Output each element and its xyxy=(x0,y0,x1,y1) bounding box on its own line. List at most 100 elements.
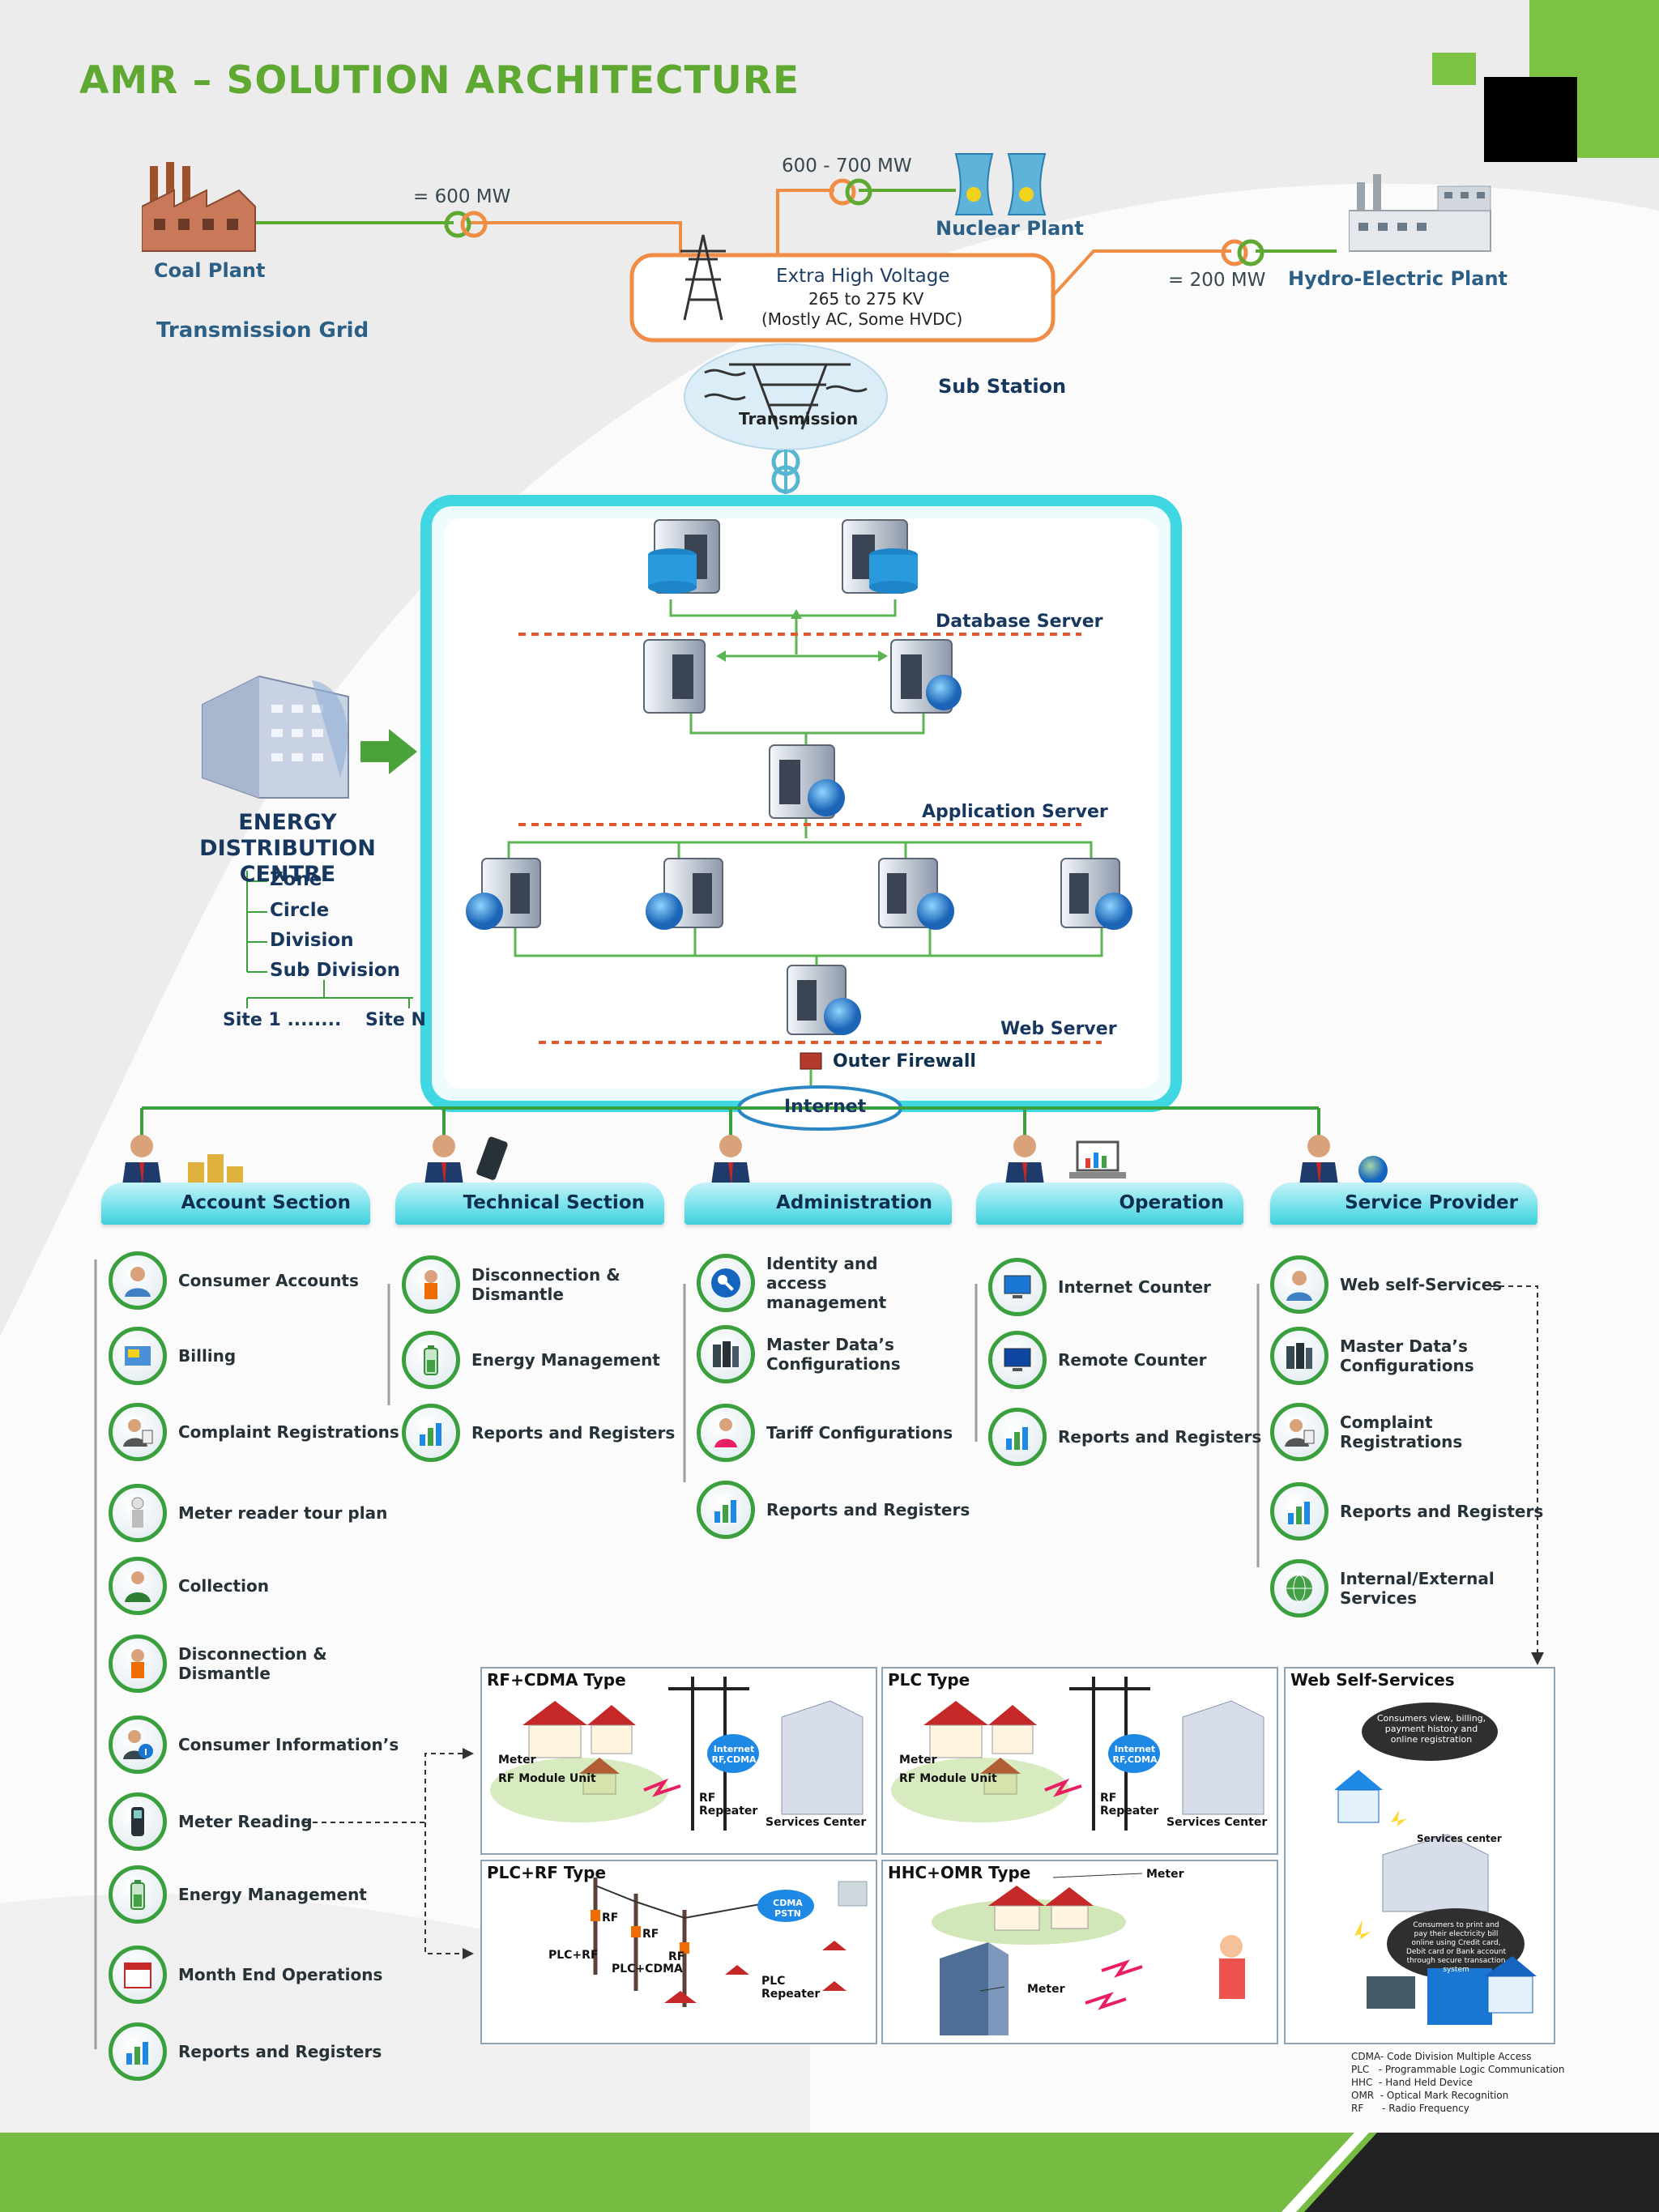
edc-site-first: Site 1 ........ xyxy=(223,1010,342,1030)
transmission-grid-label: Transmission Grid xyxy=(156,318,369,343)
database-server-icon-1 xyxy=(648,519,720,594)
list-item-billing[interactable]: Billing xyxy=(109,1327,236,1385)
list-item-reports-and-registers-op[interactable]: Reports and Registers xyxy=(988,1408,1261,1466)
ehv-note: (Mostly AC, Some HVDC) xyxy=(761,309,963,329)
nuclear-plant-label: Nuclear Plant xyxy=(936,217,1084,240)
section-header-account[interactable]: Account Section xyxy=(101,1183,370,1225)
list-item-internal-external-services[interactable]: Internal/External Services xyxy=(1270,1559,1495,1617)
billing-icon xyxy=(109,1327,167,1385)
section-header-service-provider[interactable]: Service Provider xyxy=(1270,1183,1537,1225)
hydro-plant-label: Hydro-Electric Plant xyxy=(1288,267,1508,290)
key-icon xyxy=(697,1254,755,1312)
list-item-reports-and-registers[interactable]: Reports and Registers xyxy=(109,2022,382,2081)
info-icon xyxy=(109,1715,167,1774)
database-server-icon-2 xyxy=(842,519,918,594)
list-item-consumer-accounts[interactable]: Consumer Accounts xyxy=(109,1251,359,1310)
meter-reader-icon xyxy=(109,1484,167,1542)
list-item-collection[interactable]: Collection xyxy=(109,1557,269,1615)
complaint-icon xyxy=(109,1403,167,1461)
battery-icon xyxy=(109,1865,167,1924)
arrow-right-icon xyxy=(360,729,417,774)
section-header-technical[interactable]: Technical Section xyxy=(395,1183,664,1225)
nuclear-plant-icon xyxy=(954,153,1047,215)
outer-firewall-label: Outer Firewall xyxy=(833,1051,976,1072)
server-rack-icon xyxy=(1270,1327,1328,1385)
ehv-title: Extra High Voltage xyxy=(776,266,950,287)
panel-title: PLC Type xyxy=(888,1670,970,1690)
nuclear-mw-label: 600 - 700 MW xyxy=(782,156,912,177)
list-item-master-data-sp[interactable]: Master Data’s Configurations xyxy=(1270,1327,1494,1385)
panel-hhc-omr: HHC+OMR Type Meter Meter xyxy=(881,1860,1278,2044)
panel-rf-cdma: RF+CDMA Type Meter RF Module Unit Intern… xyxy=(480,1667,877,1855)
web-server-icon-3 xyxy=(878,858,954,930)
section-header-operation[interactable]: Operation xyxy=(976,1183,1243,1225)
edc-level-circle: Circle xyxy=(270,900,330,921)
transformer-icon xyxy=(444,178,1265,494)
corner-green-small xyxy=(1432,53,1476,85)
web-server-label: Web Server xyxy=(1000,1019,1117,1039)
footer-dark-wedge xyxy=(1304,2133,1659,2212)
pylon-icon xyxy=(680,234,726,321)
list-item-internet-counter[interactable]: Internet Counter xyxy=(988,1258,1211,1316)
user-icon xyxy=(109,1251,167,1310)
list-item-remote-counter[interactable]: Remote Counter xyxy=(988,1331,1207,1389)
firewall-icon xyxy=(800,1052,822,1070)
list-item-web-self-services[interactable]: Web self-Services xyxy=(1270,1255,1502,1314)
abbreviations-legend: CDMA- Code Division Multiple Access PLC … xyxy=(1351,2051,1565,2114)
hhc-omr-illustration xyxy=(932,1873,1245,2035)
building-icon xyxy=(202,675,349,799)
list-item-energy-management[interactable]: Energy Management xyxy=(109,1865,367,1924)
web-services-illustration xyxy=(1334,1703,1537,2025)
web-server-icon-1 xyxy=(466,858,541,930)
section-header-administration[interactable]: Administration xyxy=(684,1183,952,1225)
application-server-label: Application Server xyxy=(922,802,1108,822)
list-item-identity-access[interactable]: Identity and access management xyxy=(697,1254,936,1312)
web-server-icon-2 xyxy=(646,858,723,930)
houses-network-illustration xyxy=(891,1677,1265,1831)
edc-level-division: Division xyxy=(270,930,354,951)
list-item-consumer-information[interactable]: Consumer Information’s xyxy=(109,1715,399,1774)
user-icon xyxy=(1270,1255,1328,1314)
list-item-energy-management-tech[interactable]: Energy Management xyxy=(402,1331,660,1389)
bar-chart-icon xyxy=(988,1408,1047,1466)
factory-icon xyxy=(142,162,256,252)
list-item-disconnection-dismantle-tech[interactable]: Disconnection & Dismantle xyxy=(402,1255,625,1314)
panel-title: HHC+OMR Type xyxy=(888,1863,1031,1882)
list-item-complaint-registrations-sp[interactable]: Complaint Registrations xyxy=(1270,1403,1494,1461)
calendar-icon xyxy=(109,1946,167,2004)
panel-title: RF+CDMA Type xyxy=(487,1670,626,1690)
bar-chart-icon xyxy=(697,1481,755,1539)
list-item-master-data-admin[interactable]: Master Data’s Configurations xyxy=(697,1325,936,1383)
panel-title: Web Self-Services xyxy=(1290,1670,1455,1690)
list-item-reports-and-registers-admin[interactable]: Reports and Registers xyxy=(697,1481,970,1539)
internet-label[interactable]: Internet xyxy=(784,1097,867,1117)
web-server-icon-4 xyxy=(1060,858,1132,930)
monitor-icon xyxy=(988,1331,1047,1389)
bar-chart-icon xyxy=(1270,1482,1328,1541)
tariff-person-icon xyxy=(697,1404,755,1462)
list-item-reports-and-registers-sp[interactable]: Reports and Registers xyxy=(1270,1482,1543,1541)
database-server-label: Database Server xyxy=(936,612,1103,632)
server-rack-icon xyxy=(697,1325,755,1383)
list-item-reports-and-registers-tech[interactable]: Reports and Registers xyxy=(402,1404,675,1462)
list-item-meter-reader-tour-plan[interactable]: Meter reader tour plan xyxy=(109,1484,387,1542)
list-item-complaint-registrations[interactable]: Complaint Registrations xyxy=(109,1403,399,1461)
panel-plc-rf: PLC+RF Type RF RF RF PLC+RF PLC+CDMA CDM… xyxy=(480,1860,877,2044)
server-icons xyxy=(466,519,1132,1035)
list-item-disconnection-dismantle[interactable]: Disconnection & Dismantle xyxy=(109,1634,332,1693)
list-item-month-end-operations[interactable]: Month End Operations xyxy=(109,1946,382,2004)
edc-level-sub-division: Sub Division xyxy=(270,960,401,981)
panel-web-self-services: Web Self-Services Consumers view, billin… xyxy=(1284,1667,1555,2044)
panel-plc: PLC Type Meter RF Module Unit Internet R… xyxy=(881,1667,1278,1855)
worker-icon xyxy=(109,1634,167,1693)
hydro-mw-label: = 200 MW xyxy=(1168,270,1266,291)
list-item-meter-reading[interactable]: Meter Reading xyxy=(109,1792,313,1851)
list-item-tariff-configurations[interactable]: Tariff Configurations xyxy=(697,1404,953,1462)
hydro-plant-icon xyxy=(1349,174,1491,252)
edc-site-last: Site N xyxy=(365,1010,426,1030)
page-title: AMR – SOLUTION ARCHITECTURE xyxy=(79,58,800,103)
collection-icon xyxy=(109,1557,167,1615)
database-server-icon-3 xyxy=(643,639,706,714)
database-server-icon-4 xyxy=(890,639,962,714)
worker-icon xyxy=(402,1255,460,1314)
